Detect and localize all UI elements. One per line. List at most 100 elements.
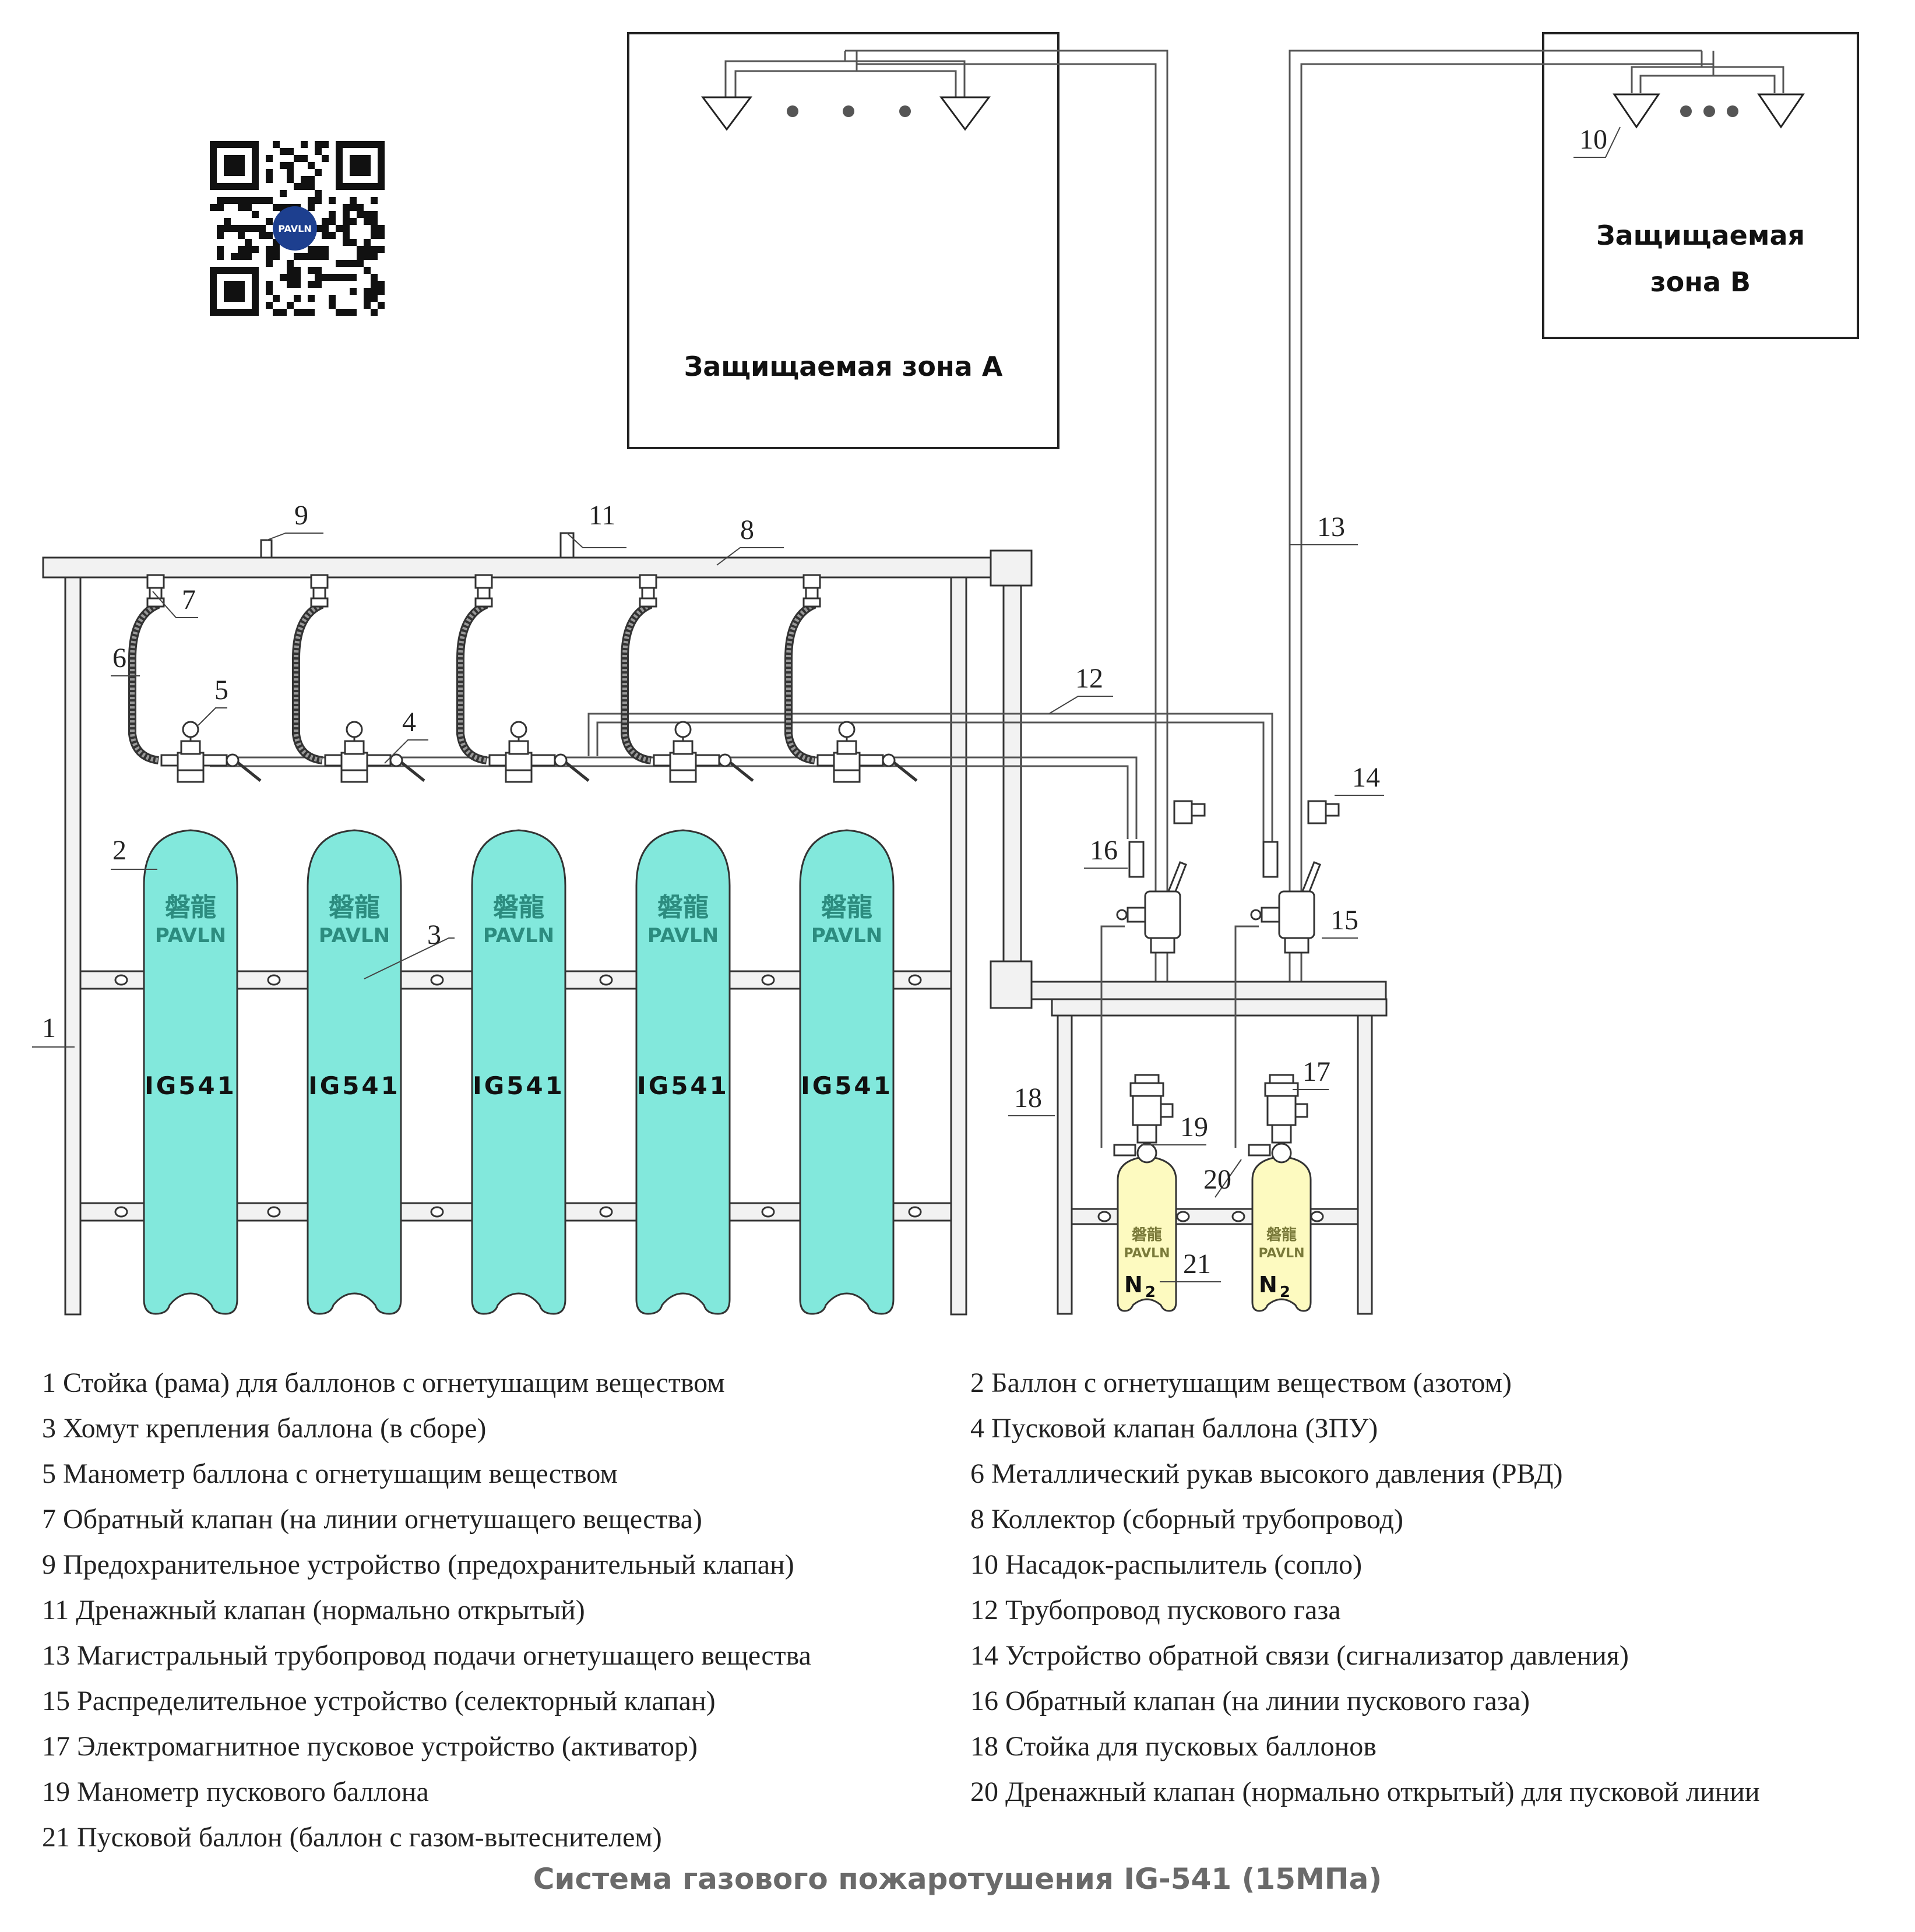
pilot-gas-pipe [587, 713, 1273, 845]
cylinder-brand-lat: PAVLN [647, 924, 719, 947]
callout-10: 10 [1579, 124, 1607, 155]
qr-code: PAVLN [210, 141, 385, 316]
legend-item: 15 Распределительное устройство (селекто… [42, 1686, 716, 1716]
qr-pattern [210, 141, 385, 316]
legend-item: 3 Хомут крепления баллона (в сборе) [42, 1413, 487, 1444]
legend-item: 18 Стойка для пусковых баллонов [970, 1731, 1377, 1762]
callout-2: 2 [112, 835, 126, 866]
selector-valve-b [1250, 861, 1321, 954]
cylinder-agent-label: IG541 [308, 1071, 400, 1100]
cylinder-brand-lat: PAVLN [483, 924, 554, 947]
pilot-gas-symbol: N [1124, 1272, 1143, 1298]
pilot-brand-cn: 磐龍 [1266, 1226, 1297, 1244]
solenoid-activator [1248, 1074, 1308, 1164]
zone-b-title-line1: Защищаемая [1596, 220, 1805, 251]
legend-item: 14 Устройство обратной связи (сигнализат… [970, 1640, 1629, 1671]
legend-item: 12 Трубопровод пускового газа [970, 1595, 1341, 1626]
legend-item: 4 Пусковой клапан баллона (ЗПУ) [970, 1413, 1378, 1444]
diagram-title: Система газового пожаротушения IG-541 (1… [533, 1862, 1382, 1896]
protected-zone-b: Защищаемая зона В [1289, 32, 1859, 996]
legend-item: 16 Обратный клапан (на линии пускового г… [970, 1686, 1530, 1716]
legend-item: 5 Манометр баллона с огнетушащим веществ… [42, 1458, 618, 1489]
callout-20: 20 [1203, 1164, 1231, 1195]
cylinder-agent-label: IG541 [637, 1071, 729, 1100]
pilot-check-valve-b [1262, 841, 1279, 878]
callout-14: 14 [1352, 762, 1380, 793]
collector-pipe [42, 556, 1029, 579]
cylinder-valve [161, 722, 261, 782]
callout-6: 6 [112, 643, 126, 674]
safety-valve [260, 539, 273, 559]
qr-logo-badge [273, 206, 317, 251]
cylinder-brand-lat: PAVLN [155, 924, 226, 947]
legend-item: 10 Насадок-распылитель (сопло) [970, 1549, 1363, 1580]
pilot-gas-symbol: N [1259, 1272, 1277, 1298]
legend-item: 20 Дренажный клапан (нормально открытый)… [970, 1776, 1760, 1807]
zone-b-title-line2: зона В [1650, 266, 1751, 298]
nozzle-b-right [1757, 93, 1805, 129]
callout-1: 1 [42, 1013, 56, 1043]
pilot-brand-cn: 磐龍 [1132, 1226, 1162, 1244]
cylinder-brand-cn: 磐龍 [329, 893, 380, 922]
legend-item: 17 Электромагнитное пусковое устройство … [42, 1731, 698, 1762]
callout-21: 21 [1183, 1249, 1211, 1279]
legend-item: 2 Баллон с огнетушащим веществом (азотом… [970, 1367, 1512, 1398]
callout-12: 12 [1075, 663, 1103, 694]
pressure-switch-a [1173, 800, 1206, 824]
callout-16: 16 [1090, 835, 1118, 866]
legend-item: 1 Стойка (рама) для баллонов с огнетушащ… [42, 1367, 725, 1398]
callout-3: 3 [427, 919, 441, 950]
callout-17: 17 [1303, 1056, 1330, 1087]
callout-7: 7 [182, 584, 196, 615]
cylinder-valve [654, 722, 753, 782]
check-valve [310, 574, 329, 608]
callout-9: 9 [294, 500, 308, 531]
cylinder-brand-lat: PAVLN [811, 924, 882, 947]
nozzle-a-right [939, 96, 991, 131]
solenoid-activator [1113, 1074, 1174, 1164]
cylinder-brand-lat: PAVLN [319, 924, 390, 947]
callout-11: 11 [589, 500, 615, 531]
pilot-gas-subscript: 2 [1280, 1284, 1290, 1301]
high-pressure-hose [456, 588, 488, 764]
callout-numbers: 1 2 3 4 5 6 7 8 9 10 11 12 13 14 15 16 1… [42, 124, 1607, 1279]
cylinder-agent-label: IG541 [473, 1071, 565, 1100]
pilot-brand-lat: PAVLN [1124, 1246, 1170, 1261]
high-pressure-hose [292, 588, 323, 764]
pilot-check-valve-a [1128, 841, 1145, 878]
agent-cylinders: 磐龍PAVLNIG541磐龍PAVLNIG541磐龍PAVLNIG541磐龍PA… [128, 574, 917, 1315]
callout-leaders [32, 126, 1621, 1282]
callout-19: 19 [1180, 1112, 1208, 1143]
callout-18: 18 [1014, 1083, 1042, 1113]
high-pressure-hose [784, 588, 816, 764]
callout-8: 8 [740, 514, 754, 545]
legend-item: 9 Предохранительное устройство (предохра… [42, 1549, 794, 1580]
check-valve [802, 574, 821, 608]
check-valve [474, 574, 493, 608]
zone-a-title: Защищаемая зона А [684, 351, 1003, 382]
legend-item: 7 Обратный клапан (на линии огнетушащего… [42, 1504, 702, 1535]
callout-13: 13 [1317, 512, 1345, 542]
cylinder-valve [490, 722, 589, 782]
callout-5: 5 [214, 675, 228, 706]
callout-15: 15 [1330, 905, 1358, 936]
cylinder-brand-cn: 磐龍 [657, 893, 709, 922]
cylinder-valve [818, 722, 917, 782]
nozzle-a-left [701, 96, 752, 131]
legend-item: 21 Пусковой баллон (баллон с газом-вытес… [42, 1822, 662, 1853]
clamp-bolts [114, 974, 922, 1218]
legend-item: 8 Коллектор (сборный трубопровод) [970, 1504, 1403, 1535]
callout-4: 4 [402, 707, 416, 738]
legend-item: 6 Металлический рукав высокого давления … [970, 1458, 1563, 1489]
